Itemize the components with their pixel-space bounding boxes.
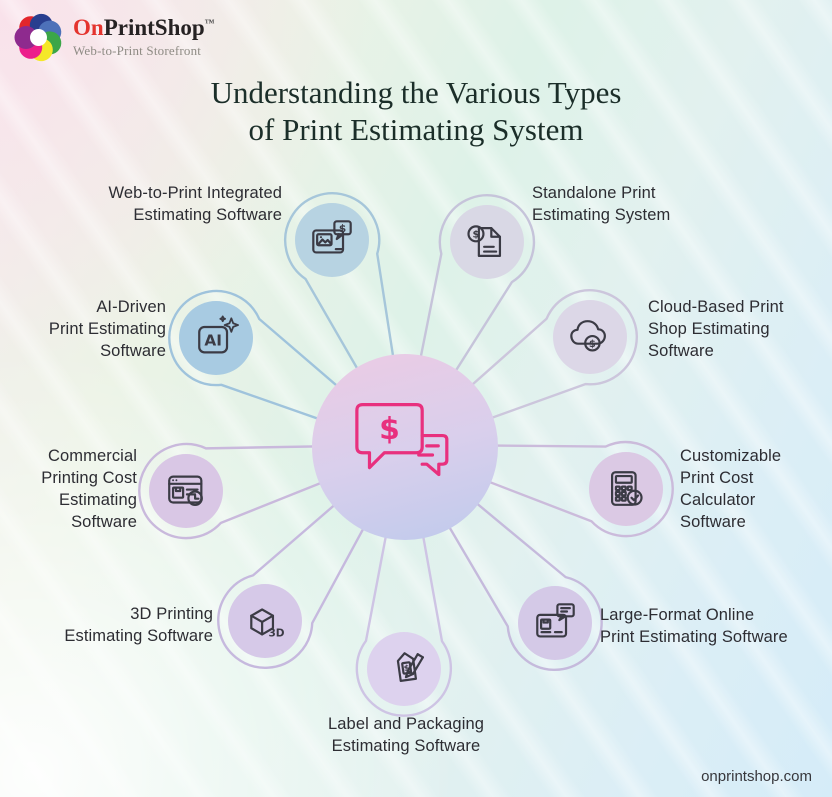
svg-text:$: $ xyxy=(472,230,479,241)
label-standalone: Standalone Print Estimating System xyxy=(532,184,671,224)
label-cloud-based: Cloud-Based Print Shop Estimating Softwa… xyxy=(648,298,784,360)
svg-text:$: $ xyxy=(589,339,596,350)
page-title: Understanding the Various Types of Print… xyxy=(210,75,622,148)
label-commercial: Commercial Printing Cost Estimating Soft… xyxy=(41,447,137,531)
price-chat-icon: $ xyxy=(355,403,449,477)
label-web-to-print: Web-to-Print Integrated Estimating Softw… xyxy=(108,184,282,224)
flower-logo-icon xyxy=(13,11,66,64)
label-customizable: Customizable Print Cost Calculator Softw… xyxy=(680,447,782,531)
svg-text:$: $ xyxy=(403,662,410,673)
svg-text:$: $ xyxy=(379,412,400,447)
label-label-packaging: Label and Packaging Estimating Software xyxy=(327,715,485,755)
brand-tagline: Web-to-Print Storefront xyxy=(73,43,202,58)
web-card-dollar-icon: $ xyxy=(295,203,369,277)
svg-text:3D: 3D xyxy=(268,627,284,639)
website-url: onprintshop.com xyxy=(701,768,812,785)
calculator-check-icon xyxy=(589,452,663,526)
svg-text:$: $ xyxy=(339,223,346,235)
brand-text: OnPrintShop™ Web-to-Print Storefront xyxy=(73,16,215,59)
svg-text:AI: AI xyxy=(204,332,222,350)
brand-logo: OnPrintShop™ Web-to-Print Storefront xyxy=(13,11,215,64)
brand-name: OnPrintShop™ xyxy=(73,15,215,40)
label-large-format: Large-Format Online Print Estimating Sof… xyxy=(600,606,788,646)
tag-pencil-icon: $ xyxy=(367,632,441,706)
label-ai-driven: AI-Driven Print Estimating Software xyxy=(48,298,166,360)
card-package-chat-icon xyxy=(518,586,592,660)
cloud-dollar-icon: $ xyxy=(553,300,627,374)
cube-3d-icon: 3D xyxy=(228,584,302,658)
label-3d-printing: 3D Printing Estimating Software xyxy=(64,605,213,645)
document-dollar-icon: $ xyxy=(450,205,524,279)
browser-package-clock-icon xyxy=(149,454,223,528)
ai-sparkle-icon: AI xyxy=(179,301,253,375)
hub-circle: $ xyxy=(312,354,498,540)
